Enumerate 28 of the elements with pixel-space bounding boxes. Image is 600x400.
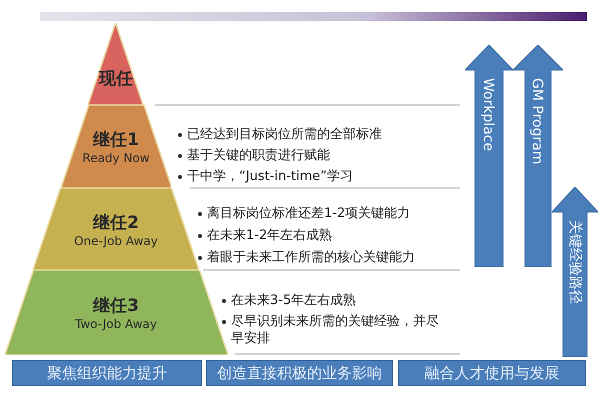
layer-subtitle: One-Job Away <box>74 234 158 248</box>
label-bar: 创造直接积极的业务影响 <box>206 360 393 386</box>
bullet-text: 离目标岗位标准还差1-2项关键能力 <box>207 205 410 222</box>
pyramid-layer <box>88 23 144 105</box>
layer-subtitle: Two-Job Away <box>74 317 158 331</box>
chevron-banner <box>513 45 563 267</box>
layer-title: 继任2 <box>93 212 139 234</box>
pyramid-layer <box>60 105 172 188</box>
arrow-label: Workplace <box>480 78 496 152</box>
label-bar: 融合人才使用与发展 <box>398 360 586 386</box>
layer-subtitle: Ready Now <box>82 151 150 165</box>
chevron-banner <box>552 187 598 357</box>
bullet-text: 在未来1-2年左右成熟 <box>207 227 332 244</box>
chevron-banner <box>465 45 513 267</box>
bullet-text: 已经达到目标岗位所需的全部标准 <box>187 126 382 143</box>
bullet-text: 在未来3-5年左右成熟 <box>231 292 356 309</box>
pyramid-layer <box>33 188 199 270</box>
bullet-text: 着眼于未来工作所需的核心关键能力 <box>207 249 415 266</box>
layer-title: 继任3 <box>93 295 139 317</box>
arrow-label: 关键经验路径 <box>566 220 584 304</box>
layer-title: 继任1 <box>93 129 139 151</box>
bullet-text: 尽早识别未来所需的关键经验，并尽早安排 <box>231 313 440 347</box>
bullet-text: 干中学，“Just-in-time”学习 <box>187 168 354 185</box>
pyramid-layer <box>4 270 228 355</box>
bullet-text: 基于关键的职责进行赋能 <box>187 147 330 164</box>
arrow-label: GM Program <box>529 78 545 164</box>
label-bar: 聚焦组织能力提升 <box>12 360 202 386</box>
layer-title: 现任 <box>98 68 133 90</box>
